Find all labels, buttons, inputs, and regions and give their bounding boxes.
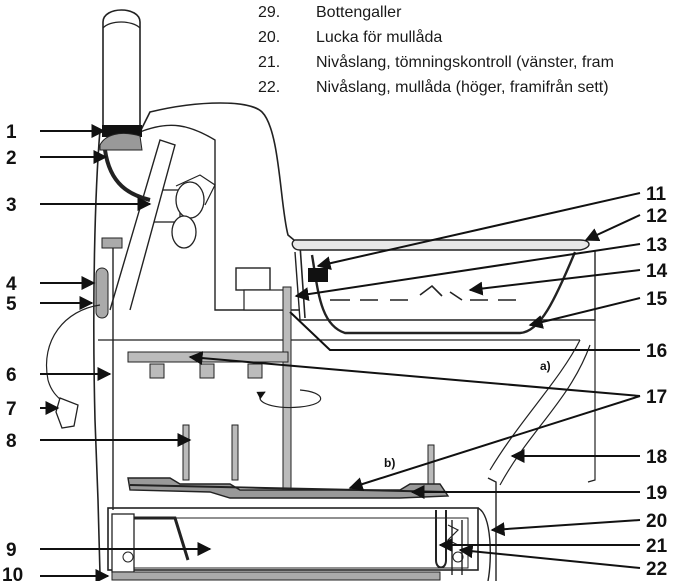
valve-flap: [99, 132, 143, 151]
legend-row: 22. Nivåslang, mullåda (höger, framifrån…: [258, 79, 677, 101]
upper-stirrer-arm: [127, 351, 289, 363]
front-curve: [489, 339, 591, 486]
callout-18: 18: [646, 447, 667, 468]
sensor-bracket: [101, 237, 123, 249]
drawer-lever: [134, 516, 190, 561]
leader-line-17a: [188, 351, 641, 397]
legend-number: 21.: [258, 54, 281, 71]
callout-5: 5: [6, 294, 17, 315]
compost-drawer: [107, 507, 479, 571]
callout-14: 14: [646, 261, 668, 282]
bottom-grate: [111, 571, 441, 581]
blade-post: [182, 424, 190, 481]
callout-21: 21: [646, 536, 668, 557]
duct-curve: [103, 149, 151, 202]
leader-line-13: [294, 243, 641, 302]
callout-16: 16: [646, 341, 667, 362]
leader-line-14: [468, 269, 641, 296]
toilet-housing: [93, 102, 306, 575]
sublabel-a: a): [540, 359, 551, 373]
rotation-arrow: [256, 389, 322, 409]
stirrer-shaft: [282, 286, 292, 498]
vent-pipe-top: [102, 21, 141, 29]
bowl: [310, 251, 577, 335]
callout-13: 13: [646, 235, 667, 256]
legend-row: 29. Bottengaller: [258, 4, 677, 26]
stirrer-tine: [199, 363, 215, 379]
seat-rim: [294, 250, 596, 321]
leader-line-11: [316, 192, 641, 271]
drawer-inner: [117, 517, 469, 569]
legend-number: 22.: [258, 79, 281, 96]
legend-text: Lucka för mullåda: [316, 29, 443, 46]
leader-line-15: [528, 297, 641, 329]
drawer-wheel: [122, 551, 134, 563]
parts-legend: 29. Bottengaller 20. Lucka för mullåda 2…: [258, 0, 677, 110]
leader-line-20: [490, 519, 641, 537]
callout-17: 17: [646, 387, 667, 408]
drawer-latch: [111, 513, 135, 573]
power-cord: [46, 304, 101, 406]
level-hose-left: [435, 510, 447, 569]
callout-1: 1: [6, 122, 17, 143]
callout-10: 10: [2, 565, 23, 581]
blade-post: [427, 444, 435, 486]
callout-9: 9: [6, 540, 17, 561]
callout-3: 3: [6, 195, 17, 216]
callout-8: 8: [6, 431, 17, 452]
leader-line-17b: [348, 395, 641, 491]
plug-icon: [55, 397, 79, 429]
callout-15: 15: [646, 289, 668, 310]
callout-4: 4: [6, 274, 17, 295]
toilet-seat: [291, 239, 590, 251]
callout-19: 19: [646, 483, 667, 504]
lower-stirrer-blade: [127, 477, 450, 499]
blade-edge: [129, 484, 449, 493]
legend-row: 21. Nivåslang, tömningskontroll (vänster…: [258, 54, 677, 76]
callout-20: 20: [646, 511, 667, 532]
callout-7: 7: [6, 399, 17, 420]
housing-back-top: [139, 124, 300, 311]
callout-2: 2: [6, 148, 17, 169]
stirrer-tine: [247, 363, 263, 379]
callout-22: 22: [646, 559, 667, 580]
fan-housing: [151, 174, 216, 249]
leader-line-22: [458, 544, 641, 569]
bowl-liquid-level: [330, 284, 516, 301]
legend-text: Nivåslang, mullåda (höger, framifrån set…: [316, 79, 609, 96]
hose-marker: [446, 524, 460, 546]
legend-number: 20.: [258, 29, 281, 46]
legend-number: 29.: [258, 4, 281, 21]
blade-post: [231, 424, 239, 481]
leader-line-16: [289, 311, 640, 351]
leader-line-12: [584, 214, 641, 242]
legend-row: 20. Lucka för mullåda: [258, 29, 677, 51]
callout-6: 6: [6, 365, 17, 386]
stirrer-tine: [149, 363, 165, 379]
callout-11: 11: [646, 184, 667, 205]
back-slope-pipe: [109, 139, 176, 311]
front-leg: [587, 320, 596, 483]
sublabel-b: b): [384, 456, 395, 470]
legend-text: Bottengaller: [316, 4, 402, 21]
vent-pipe: [102, 9, 141, 128]
drawer-door: [477, 477, 497, 581]
heating-element: [95, 267, 109, 319]
motor-base: [243, 289, 287, 311]
bowl-seal: [308, 268, 328, 282]
motor-box: [235, 267, 271, 291]
callout-12: 12: [646, 206, 667, 227]
legend-text: Nivåslang, tömningskontroll (vänster, fr…: [316, 54, 614, 71]
